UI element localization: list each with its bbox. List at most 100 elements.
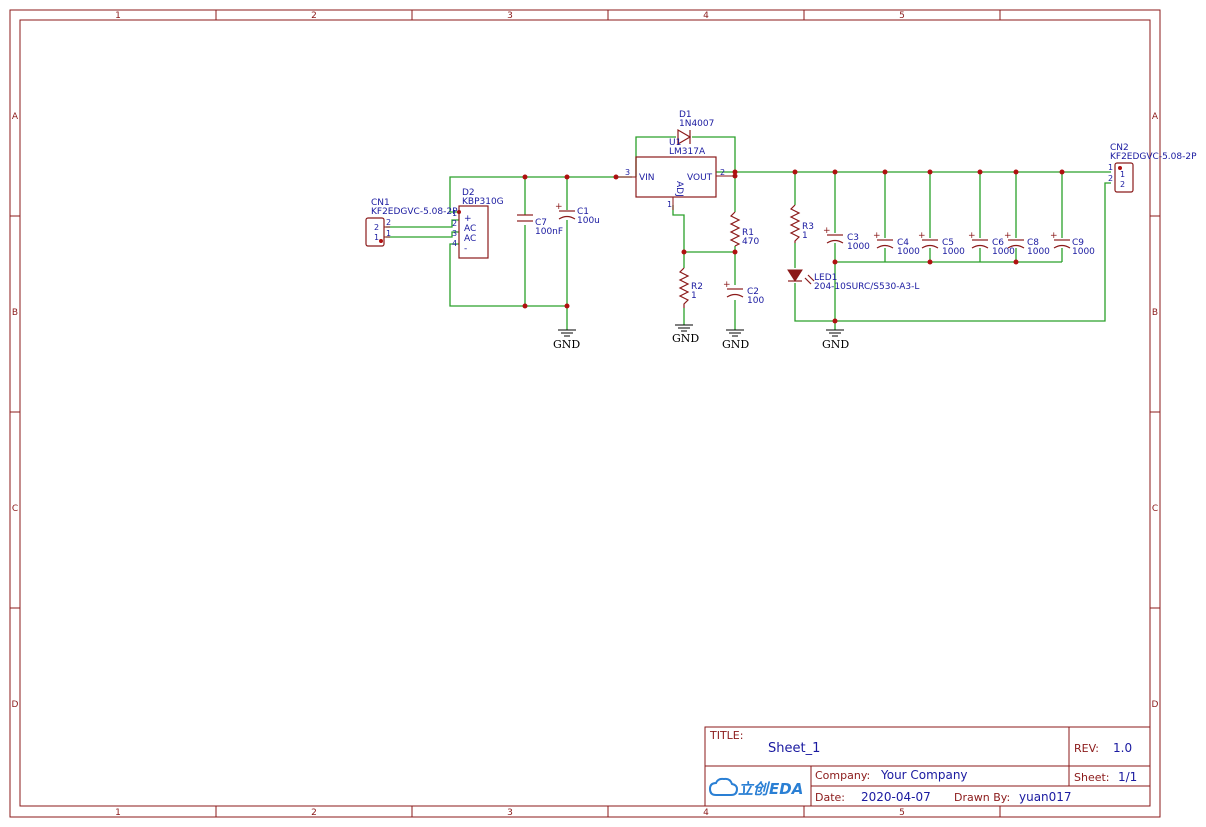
capacitor-c4[interactable]: + C4 1000 (873, 231, 920, 257)
grid-col-5-bottom: 5 (899, 808, 905, 818)
u1-pin-vout: VOUT (687, 173, 713, 183)
cn1-ref: CN1 (371, 198, 390, 208)
d1-ref: D1 (679, 110, 692, 120)
capacitor-c2[interactable]: + C2 100 (723, 280, 764, 306)
cn1-pin-1-num: 1 (386, 229, 391, 238)
u1-ref: U1 (669, 138, 681, 148)
cn2-pin-2: 2 (1120, 180, 1125, 189)
gnd-label-1: GND (553, 338, 580, 351)
sheet-title: Sheet_1 (768, 741, 820, 756)
resistor-r1[interactable]: R1 470 (729, 211, 759, 247)
diode-d1[interactable]: D1 1N4007 (677, 110, 714, 146)
u1-pin-vin: VIN (639, 173, 655, 183)
gnd-symbol-4: GND (822, 329, 849, 351)
cn1-value: KF2EDGVC-5.08-2P (371, 207, 458, 217)
c8-ref: C8 (1027, 238, 1039, 248)
capacitor-c3[interactable]: + C3 1000 (823, 226, 870, 252)
cn2-ref: CN2 (1110, 143, 1129, 153)
date-label: Date: (815, 791, 845, 804)
company-value: Your Company (880, 768, 968, 782)
gnd-label-2: GND (672, 332, 699, 345)
capacitor-c7[interactable]: C7 100nF (517, 214, 563, 237)
c4-value: 1000 (897, 247, 920, 257)
cn1-pin-2: 2 (374, 223, 379, 232)
c9-plus-mark: + (1050, 231, 1058, 241)
c3-ref: C3 (847, 233, 859, 243)
d2-pin-plus: + (464, 214, 472, 224)
c9-value: 1000 (1072, 247, 1095, 257)
u1-pin-adj: ADJ (674, 181, 684, 197)
connector-cn1[interactable]: CN1 KF2EDGVC-5.08-2P 2 1 2 1 (365, 198, 458, 247)
grid-row-d: D (12, 700, 19, 710)
gnd-label-3: GND (722, 338, 749, 351)
cn2-pin-1-num: 1 (1108, 163, 1113, 172)
c2-value: 100 (747, 296, 764, 306)
c3-value: 1000 (847, 242, 870, 252)
title-label: TITLE: (709, 729, 743, 742)
grid-col-4: 4 (703, 11, 709, 21)
c1-value: 100u (577, 216, 600, 226)
c9-ref: C9 (1072, 238, 1084, 248)
wires (386, 136, 1111, 330)
grid-row-b: B (12, 308, 18, 318)
capacitor-c8[interactable]: + C8 1000 (1004, 231, 1050, 257)
r1-value: 470 (742, 237, 759, 247)
cn2-pin-2-num: 2 (1108, 174, 1113, 183)
bridge-rectifier-d2[interactable]: D2 KBP310G 1 2 3 4 + AC AC - (452, 188, 504, 259)
r2-value: 1 (691, 291, 697, 301)
grid-row-a-right: A (1152, 112, 1159, 122)
d2-pin-4: 4 (452, 239, 457, 248)
u1-pin-2: 2 (720, 168, 725, 177)
d2-pin-2: 2 (452, 219, 457, 228)
u1-pin-3: 3 (625, 168, 630, 177)
grid-column-labels: 1 2 3 4 5 1 2 3 4 5 (115, 11, 905, 818)
c1-ref: C1 (577, 207, 589, 217)
capacitor-c6[interactable]: + C6 1000 (968, 231, 1015, 257)
grid-row-b-right: B (1152, 308, 1158, 318)
gnd-symbol-1: GND (553, 329, 580, 351)
title-block: TITLE: Sheet_1 REV: 1.0 Company: Your Co… (704, 726, 1151, 807)
grid-col-2: 2 (311, 11, 317, 21)
grid-row-c-right: C (1152, 504, 1158, 514)
cn2-pin-1: 1 (1120, 170, 1125, 179)
connector-cn2[interactable]: CN2 KF2EDGVC-5.08-2P 1 2 1 2 (1108, 143, 1197, 193)
resistor-r2[interactable]: R2 1 (678, 267, 703, 308)
capacitor-c1[interactable]: + C1 100u (555, 202, 600, 226)
c4-plus-mark: + (873, 231, 881, 241)
u1-value: LM317A (669, 147, 706, 157)
date-value: 2020-04-07 (861, 790, 931, 804)
grid-col-3: 3 (507, 11, 513, 21)
d2-pin-ac2: AC (464, 234, 476, 244)
resistor-r3[interactable]: R3 1 (789, 204, 814, 243)
d2-pin-ac1: AC (464, 224, 476, 234)
sheet-label: Sheet: (1074, 771, 1110, 784)
r3-value: 1 (802, 231, 808, 241)
c5-value: 1000 (942, 247, 965, 257)
c7-value: 100nF (535, 227, 563, 237)
grid-row-c: C (12, 504, 18, 514)
logo-cn: 立创 (738, 780, 771, 798)
c3-plus-mark: + (823, 226, 831, 236)
lceda-logo: 立创 EDA (708, 777, 803, 798)
cloud-icon (708, 777, 739, 796)
r1-ref: R1 (742, 228, 754, 238)
gnd-symbol-2: GND (672, 324, 699, 345)
capacitor-c5[interactable]: + C5 1000 (918, 231, 965, 257)
logo-eda: EDA (769, 780, 803, 798)
d2-pin-3: 3 (452, 229, 457, 238)
rev-value: 1.0 (1113, 741, 1132, 755)
c6-ref: C6 (992, 238, 1004, 248)
sheet-value: 1/1 (1118, 770, 1137, 784)
led-led1[interactable]: LED1 204-10SURC/S530-A3-L (787, 269, 919, 292)
led1-value: 204-10SURC/S530-A3-L (814, 282, 919, 292)
c5-plus-mark: + (918, 231, 926, 241)
gnd-symbol-3: GND (722, 329, 749, 351)
c7-ref: C7 (535, 218, 547, 228)
u1-pin-1: 1 (667, 200, 672, 209)
regulator-u1[interactable]: U1 LM317A VIN VOUT ADJ 3 2 1 (616, 138, 735, 210)
junctions (379, 166, 1122, 324)
grid-col-1: 1 (115, 11, 121, 21)
capacitor-c9[interactable]: + C9 1000 (1050, 231, 1095, 257)
c8-plus-mark: + (1004, 231, 1012, 241)
c4-ref: C4 (897, 238, 909, 248)
